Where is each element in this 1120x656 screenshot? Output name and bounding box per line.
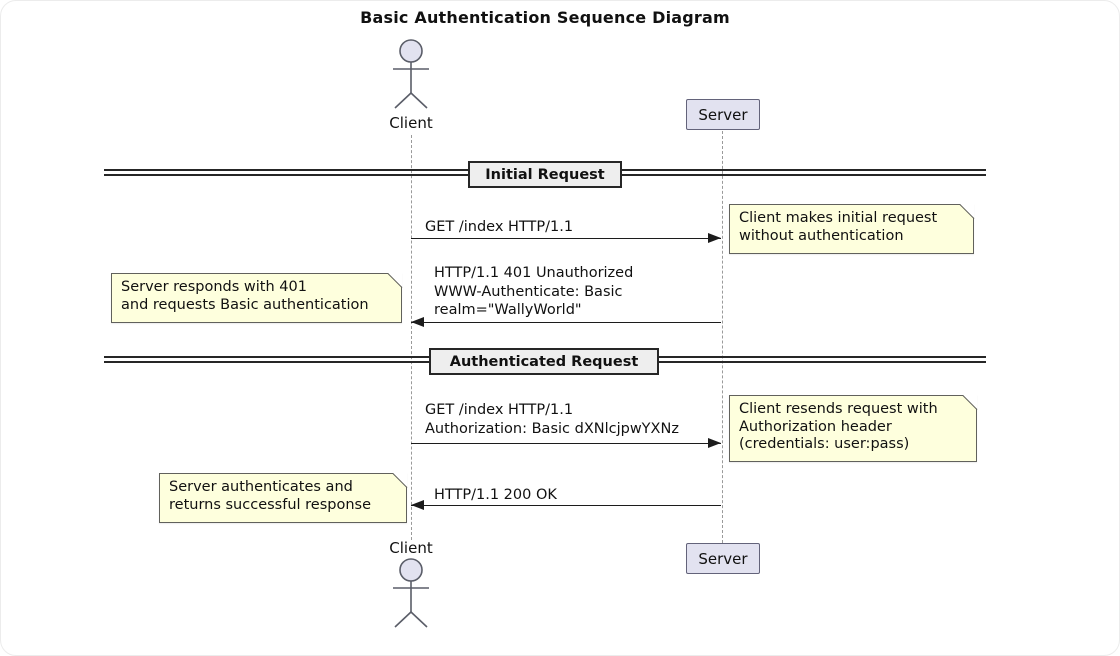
server-label-top: Server <box>698 105 748 124</box>
message-1-line <box>411 238 721 239</box>
divider-initial-request: Initial Request <box>468 161 622 188</box>
client-label-top: Client <box>389 114 433 132</box>
message-1-arrowhead <box>708 233 721 243</box>
divider-authenticated-request: Authenticated Request <box>429 348 659 375</box>
note-fold-icon <box>388 273 402 287</box>
note-fold-icon <box>960 204 974 218</box>
server-box-bottom: Server <box>686 543 760 574</box>
note-initial-request: Client makes initial request without aut… <box>729 204 974 254</box>
message-1-text: GET /index HTTP/1.1 <box>425 219 574 235</box>
client-label-bottom: Client <box>389 539 433 557</box>
client-actor-icon <box>393 39 429 109</box>
note-success-response: Server authenticates and returns success… <box>159 473 407 523</box>
server-lifeline <box>722 131 723 543</box>
diagram-title: Basic Authentication Sequence Diagram <box>360 8 730 27</box>
divider-authenticated-label: Authenticated Request <box>449 353 639 370</box>
server-box-top: Server <box>686 99 760 130</box>
client-lifeline <box>411 135 412 540</box>
message-4-line <box>411 505 721 506</box>
client-actor-icon <box>393 558 429 628</box>
message-4-arrowhead <box>411 500 424 510</box>
note-fold-icon <box>393 473 407 487</box>
message-3-line <box>411 443 721 444</box>
message-2-line <box>411 322 721 323</box>
message-3-arrowhead <box>708 438 721 448</box>
message-2-arrowhead <box>411 317 424 327</box>
note-fold-icon <box>963 395 977 409</box>
message-4-text: HTTP/1.1 200 OK <box>434 487 557 503</box>
server-label-bottom: Server <box>698 549 748 568</box>
note-401-response: Server responds with 401 and requests Ba… <box>111 273 402 323</box>
message-3-text: GET /index HTTP/1.1 Authorization: Basic… <box>425 402 679 437</box>
divider-initial-label: Initial Request <box>485 166 605 183</box>
message-2-text: HTTP/1.1 401 Unauthorized WWW-Authentica… <box>434 265 634 318</box>
note-authorized-request: Client resends request with Authorizatio… <box>729 395 977 462</box>
